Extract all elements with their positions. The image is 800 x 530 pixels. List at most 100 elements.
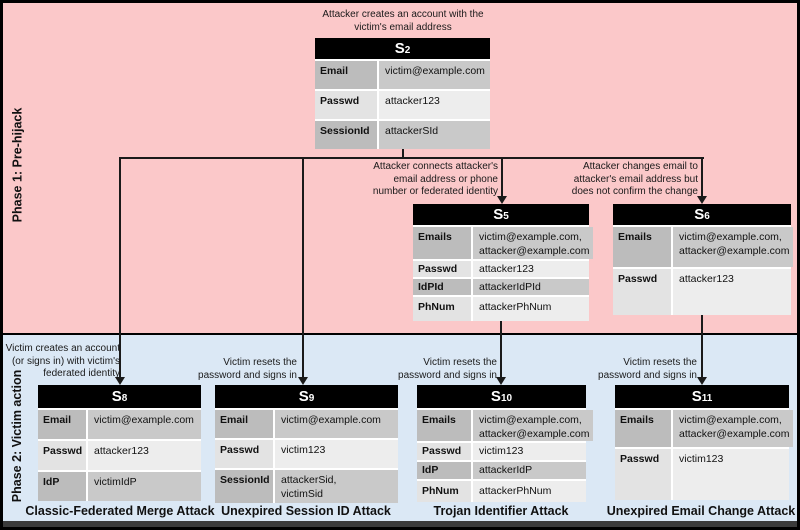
- field-value: attackerPhNum: [473, 297, 589, 321]
- table-row: PhNum attackerPhNum: [413, 297, 589, 321]
- table-row: IdPId attackerIdPId: [413, 279, 589, 295]
- table-row: SessionId attackerSid, victimSid: [215, 470, 398, 503]
- table-row: Passwd attacker123: [315, 91, 490, 119]
- field-value: victim@example.com: [275, 410, 398, 438]
- bottom-bar: [3, 521, 797, 527]
- field-label: Emails: [413, 227, 471, 259]
- field-value: victim@example.com: [88, 410, 201, 439]
- table-row: Emails victim@example.com, attacker@exam…: [413, 227, 594, 259]
- field-label: SessionId: [215, 470, 273, 503]
- field-value: victim@example.com: [379, 61, 490, 89]
- field-value: victim@example.com, attacker@example.com: [673, 227, 794, 267]
- attack-label-trojan-identifier: Trojan Identifier Attack: [433, 504, 569, 518]
- arrowhead-s11: [697, 377, 707, 385]
- field-value: victim123: [473, 443, 586, 460]
- field-label: Passwd: [615, 449, 671, 500]
- caption-s10: Victim resets the password and signs in: [398, 357, 497, 381]
- field-label: Email: [215, 410, 273, 438]
- table-row: SessionId attackerSId: [315, 121, 490, 149]
- connector-branch-horizontal: [119, 157, 704, 159]
- field-label: Email: [38, 410, 86, 439]
- table-row: IdP attackerIdP: [417, 462, 586, 479]
- field-label: Passwd: [413, 261, 471, 277]
- field-label: Passwd: [613, 269, 671, 315]
- field-label: Passwd: [417, 443, 471, 460]
- attack-label-unexpired-email-change: Unexpired Email Change Attack: [606, 504, 796, 518]
- attack-label-unexpired-session-id: Unexpired Session ID Attack: [221, 504, 391, 518]
- field-label: PhNum: [413, 297, 471, 321]
- table-row: Passwd victim123: [615, 449, 789, 500]
- connector-s6-to-s11: [701, 315, 703, 378]
- field-value: attackerSId: [379, 121, 490, 149]
- field-value: victim@example.com, attacker@example.com: [473, 410, 594, 441]
- field-value: victimIdP: [88, 472, 201, 501]
- field-value: attacker123: [473, 261, 589, 277]
- field-label: Passwd: [215, 440, 273, 468]
- caption-s8: Victim creates an account (or signs in) …: [5, 343, 120, 379]
- caption-s9: Victim resets the password and signs in: [198, 357, 297, 381]
- phase1-label: Phase 1: Pre-hijack: [10, 107, 24, 223]
- connector-drop-s6: [701, 157, 703, 197]
- connector-drop-s9: [302, 157, 304, 378]
- field-label: Emails: [615, 410, 671, 447]
- field-value: victim@example.com, attacker@example.com: [473, 227, 594, 259]
- table-row: Passwd victim123: [215, 440, 398, 468]
- field-value: attackerPhNum: [473, 481, 586, 502]
- field-label: IdP: [38, 472, 86, 501]
- table-row: Passwd attacker123: [613, 269, 791, 315]
- caption-s5: Attacker connects attacker's email addre…: [372, 161, 498, 197]
- connector-drop-s8: [119, 157, 121, 378]
- field-label: IdPId: [413, 279, 471, 295]
- table-row: Email victim@example.com: [215, 410, 398, 438]
- field-value: attacker123: [673, 269, 791, 315]
- table-row: Passwd attacker123: [413, 261, 589, 277]
- table-row: IdP victimIdP: [38, 472, 201, 501]
- field-value: victim123: [673, 449, 789, 500]
- table-row: Emails victim@example.com, attacker@exam…: [417, 410, 594, 441]
- table-row: Email victim@example.com: [38, 410, 201, 439]
- field-value: attacker123: [379, 91, 490, 119]
- arrowhead-s5: [497, 196, 507, 204]
- field-value: victim123: [275, 440, 398, 468]
- field-label: Emails: [613, 227, 671, 267]
- arrowhead-s10: [496, 377, 506, 385]
- arrowhead-s6: [697, 196, 707, 204]
- caption-s2: Attacker creates an account with the vic…: [322, 9, 484, 33]
- table-row: Passwd victim123: [417, 443, 586, 460]
- field-label: PhNum: [417, 481, 471, 502]
- field-label: Email: [315, 61, 377, 89]
- table-row: Passwd attacker123: [38, 441, 201, 470]
- field-label: Emails: [417, 410, 471, 441]
- table-row: Email victim@example.com: [315, 61, 490, 89]
- connector-s5-to-s10: [500, 321, 502, 378]
- field-label: Passwd: [38, 441, 86, 470]
- field-value: victim@example.com, attacker@example.com: [673, 410, 794, 447]
- field-label: SessionId: [315, 121, 377, 149]
- table-row: Emails victim@example.com, attacker@exam…: [613, 227, 794, 267]
- table-row: Emails victim@example.com, attacker@exam…: [615, 410, 794, 447]
- attack-label-classic-federated-merge: Classic-Federated Merge Attack: [25, 504, 215, 518]
- field-value: attackerSid, victimSid: [275, 470, 398, 503]
- field-label: IdP: [417, 462, 471, 479]
- connector-s2-down: [402, 149, 404, 158]
- arrowhead-s8: [115, 377, 125, 385]
- arrowhead-s9: [298, 377, 308, 385]
- field-value: attackerIdP: [473, 462, 586, 479]
- field-label: Passwd: [315, 91, 377, 119]
- caption-s11: Victim resets the password and signs in: [598, 357, 697, 381]
- connector-drop-s5: [501, 157, 503, 197]
